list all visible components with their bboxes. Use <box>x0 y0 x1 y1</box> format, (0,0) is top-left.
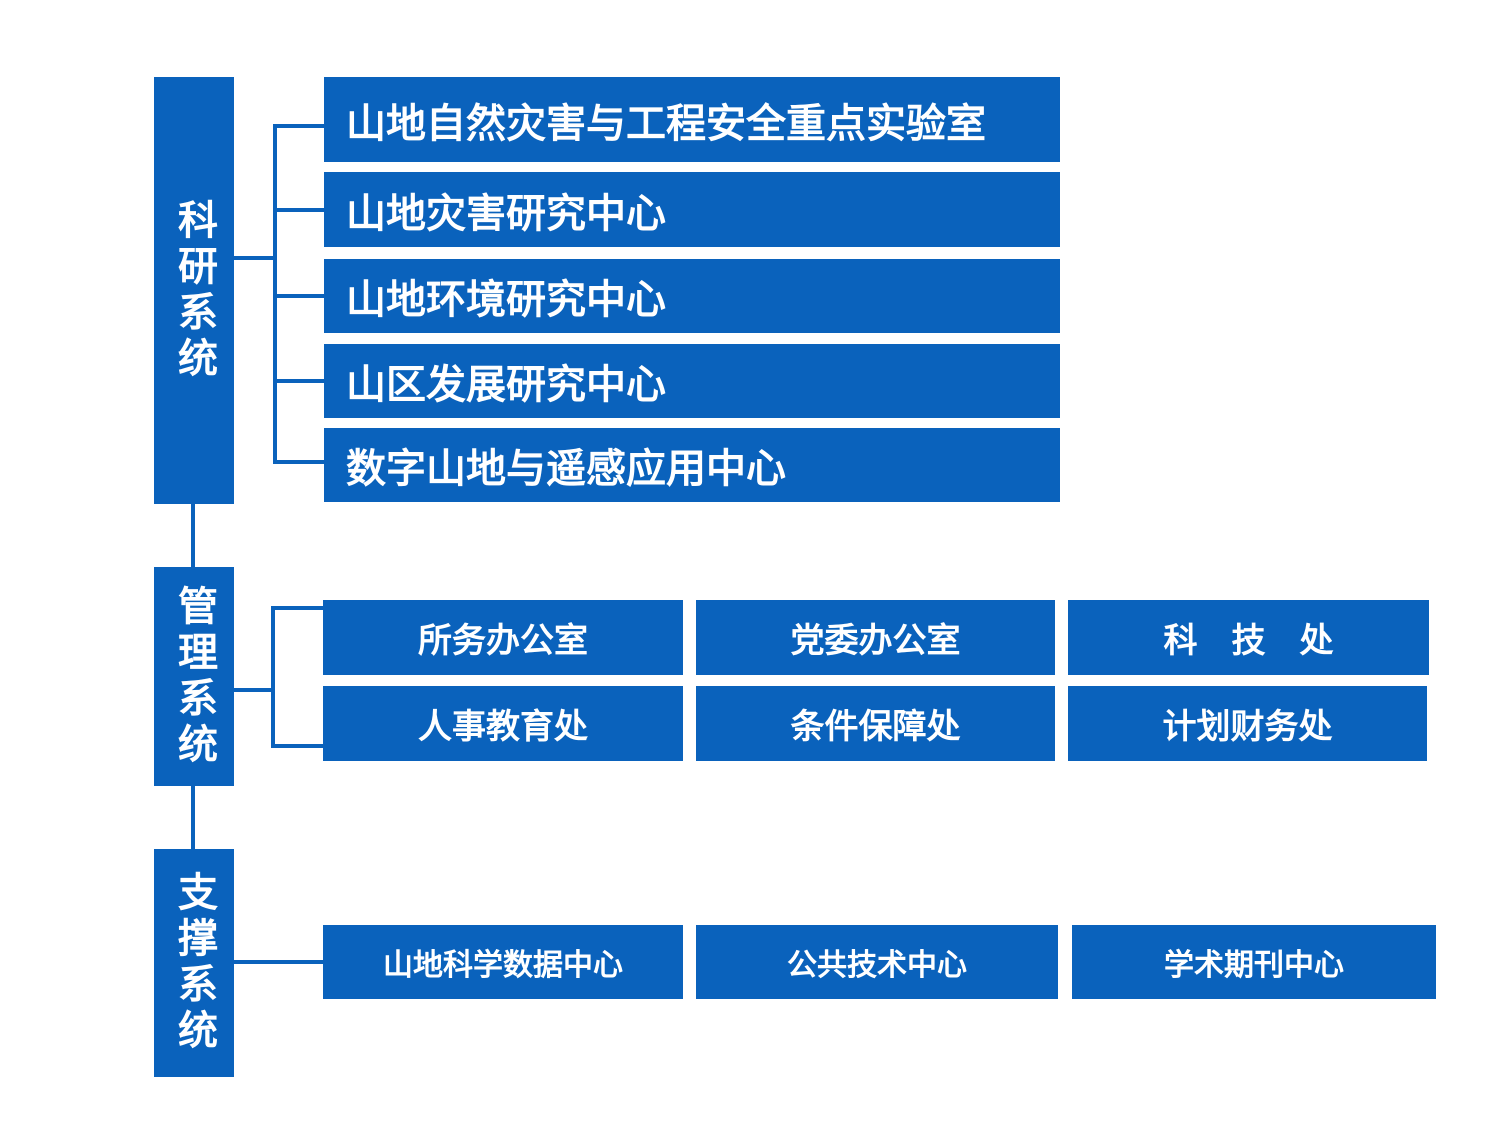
research-unit: 山地环境研究中心 <box>324 259 1060 333</box>
connector-line <box>191 786 195 849</box>
management-unit: 科 技 处 <box>1068 600 1429 675</box>
research-unit: 山地自然灾害与工程安全重点实验室 <box>324 77 1060 162</box>
support-unit: 山地科学数据中心 <box>323 925 683 999</box>
support-system-box: 支撑系统 <box>154 849 234 1077</box>
bracket-line <box>271 606 275 748</box>
connector-line <box>234 960 323 964</box>
connector-line <box>234 256 277 260</box>
management-unit: 党委办公室 <box>696 600 1055 675</box>
connector-line <box>271 744 323 748</box>
research-unit: 山区发展研究中心 <box>324 344 1060 418</box>
connector-line <box>273 379 324 383</box>
connector-line <box>271 606 323 610</box>
research-unit: 山地灾害研究中心 <box>324 172 1060 247</box>
research-system-box: 科研系统 <box>154 77 234 504</box>
management-system-box: 管理系统 <box>154 567 234 786</box>
connector-line <box>273 124 324 128</box>
connector-line <box>273 208 324 212</box>
management-unit: 计划财务处 <box>1068 686 1427 761</box>
support-unit: 学术期刊中心 <box>1072 925 1436 999</box>
management-unit: 所务办公室 <box>323 600 683 675</box>
connector-line <box>191 504 195 567</box>
management-unit: 条件保障处 <box>696 686 1055 761</box>
connector-line <box>273 460 324 464</box>
management-unit: 人事教育处 <box>323 686 683 761</box>
connector-line <box>234 688 275 692</box>
research-unit: 数字山地与遥感应用中心 <box>324 428 1060 502</box>
support-unit: 公共技术中心 <box>696 925 1058 999</box>
connector-line <box>273 294 324 298</box>
